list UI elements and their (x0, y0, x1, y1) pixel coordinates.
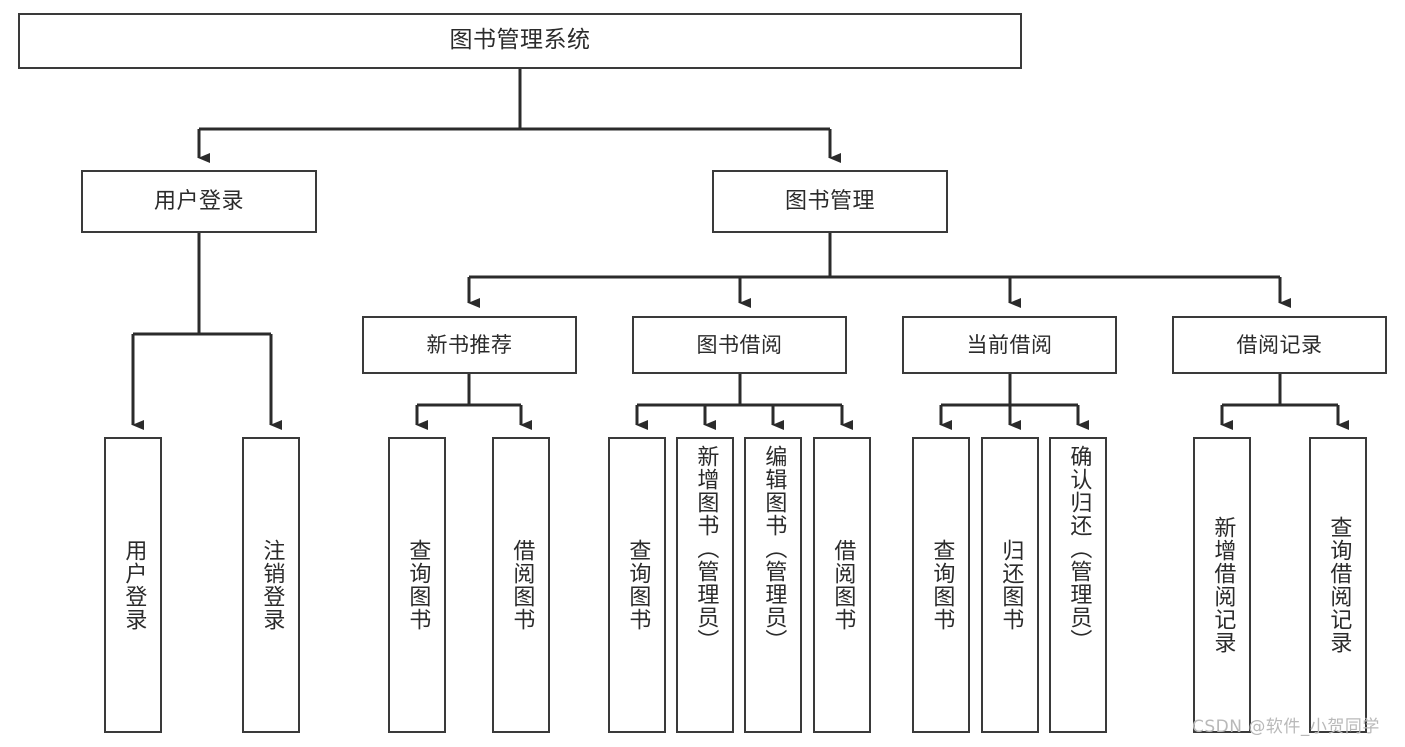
leaf-rec-borrow-book[interactable]: 借阅图书 (492, 437, 550, 733)
node-current-borrow-label: 当前借阅 (966, 332, 1053, 357)
leaf-bb-edit-book[interactable]: 编辑图书（管理员） (744, 437, 802, 733)
leaf-user-login-label: 用户登录 (121, 539, 147, 631)
leaf-user-logout[interactable]: 注销登录 (242, 437, 300, 733)
leaf-br-add-record[interactable]: 新增借阅记录 (1193, 437, 1251, 733)
node-user-login-label: 用户登录 (153, 188, 244, 214)
leaf-user-logout-label: 注销登录 (259, 539, 285, 631)
leaf-br-query-record[interactable]: 查询借阅记录 (1309, 437, 1367, 733)
leaf-cb-confirm-return[interactable]: 确认归还（管理员） (1049, 437, 1107, 733)
leaf-cb-query-book[interactable]: 查询图书 (912, 437, 970, 733)
leaf-br-add-record-label: 新增借阅记录 (1210, 516, 1236, 654)
leaf-cb-query-book-label: 查询图书 (929, 539, 955, 631)
leaf-rec-query-book-label: 查询图书 (405, 539, 431, 631)
leaf-bb-add-book[interactable]: 新增图书（管理员） (676, 437, 734, 733)
node-book-borrow[interactable]: 图书借阅 (632, 316, 847, 374)
leaf-cb-confirm-return-label: 确认归还（管理员） (1066, 445, 1092, 652)
leaf-bb-borrow-book[interactable]: 借阅图书 (813, 437, 871, 733)
leaf-bb-borrow-book-label: 借阅图书 (830, 539, 856, 631)
csdn-watermark: CSDN @软件_小贺同学 (1192, 717, 1380, 737)
leaf-bb-edit-book-label: 编辑图书（管理员） (761, 445, 787, 652)
node-book-manage[interactable]: 图书管理 (712, 170, 948, 233)
leaf-rec-query-book[interactable]: 查询图书 (388, 437, 446, 733)
node-root[interactable]: 图书管理系统 (18, 13, 1022, 69)
node-new-book-recommend[interactable]: 新书推荐 (362, 316, 577, 374)
node-user-login[interactable]: 用户登录 (81, 170, 317, 233)
leaf-user-login[interactable]: 用户登录 (104, 437, 162, 733)
leaf-bb-query-book-label: 查询图书 (625, 539, 651, 631)
node-book-borrow-label: 图书借阅 (696, 332, 783, 357)
leaf-br-query-record-label: 查询借阅记录 (1326, 516, 1352, 654)
node-borrow-record[interactable]: 借阅记录 (1172, 316, 1387, 374)
leaf-rec-borrow-book-label: 借阅图书 (509, 539, 535, 631)
node-root-label: 图书管理系统 (449, 27, 591, 54)
node-book-manage-label: 图书管理 (784, 188, 875, 214)
node-new-book-recommend-label: 新书推荐 (426, 332, 513, 357)
leaf-bb-query-book[interactable]: 查询图书 (608, 437, 666, 733)
node-borrow-record-label: 借阅记录 (1236, 332, 1323, 357)
leaf-cb-return-book-label: 归还图书 (998, 539, 1024, 631)
node-current-borrow[interactable]: 当前借阅 (902, 316, 1117, 374)
leaf-bb-add-book-label: 新增图书（管理员） (693, 445, 719, 652)
leaf-cb-return-book[interactable]: 归还图书 (981, 437, 1039, 733)
